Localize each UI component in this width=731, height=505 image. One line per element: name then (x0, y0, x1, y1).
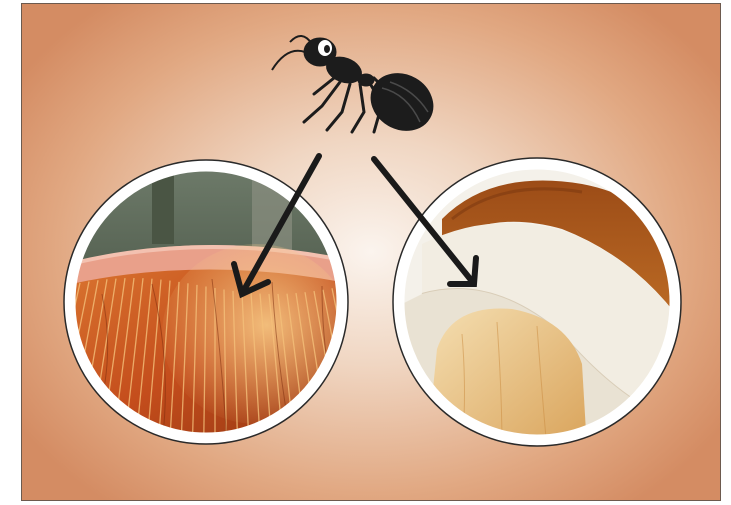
gill-line (359, 284, 397, 449)
illustration-panel (21, 3, 721, 501)
mushroom-gills-image (22, 160, 397, 449)
mushroom-pores-image (392, 158, 702, 454)
illustration-canvas (22, 4, 721, 501)
gill-line (22, 286, 62, 449)
ant-icon (272, 36, 443, 141)
gill-line (350, 285, 386, 449)
